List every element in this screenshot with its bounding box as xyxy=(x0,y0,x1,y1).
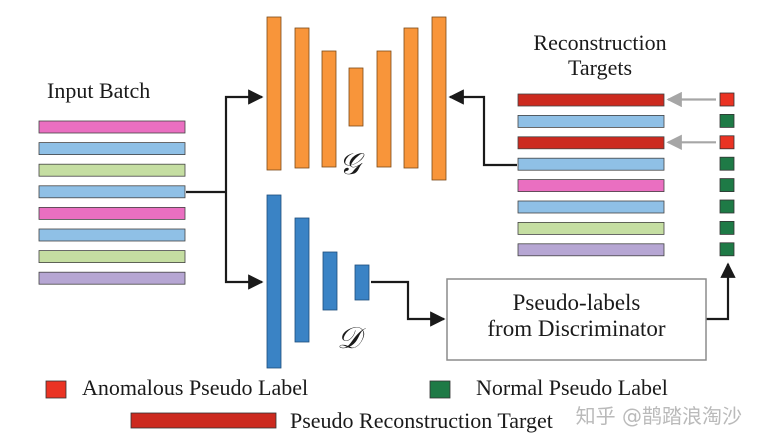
pseudo-label-square xyxy=(719,220,735,235)
discriminator-to-box-arrow xyxy=(371,280,446,327)
input-row xyxy=(38,185,186,199)
input-row xyxy=(38,250,186,264)
discriminator-layer xyxy=(354,264,370,301)
pseudo-labels-box-line2: from Discriminator xyxy=(487,316,666,342)
reconstruction-targets-label: Reconstruction Targets xyxy=(505,30,695,81)
target-row xyxy=(517,200,665,214)
discriminator-layer xyxy=(294,217,310,343)
pseudo-labels-box-line1: Pseudo-labels xyxy=(512,290,641,315)
discriminator-layer xyxy=(322,251,338,311)
legend-anomalous-square xyxy=(45,380,67,399)
input-row xyxy=(38,120,186,134)
pseudo-labels-box-text: Pseudo-labels from Discriminator xyxy=(447,290,706,343)
pseudo-label-square xyxy=(719,242,735,257)
target-row xyxy=(517,179,665,193)
legend-recon-target-label: Pseudo Reconstruction Target xyxy=(290,408,553,433)
reconstruction-targets xyxy=(517,93,665,257)
discriminator-label: 𝒟 xyxy=(337,322,361,355)
generator-layer xyxy=(266,16,282,171)
box-to-labels-arrow xyxy=(706,262,736,321)
legend-normal-square xyxy=(429,380,451,399)
target-row xyxy=(517,157,665,171)
pseudo-label-square xyxy=(719,178,735,193)
pseudo-label-square xyxy=(719,199,735,214)
split-to-generator-arrow xyxy=(224,89,264,192)
generator-layer xyxy=(294,27,310,169)
generator-layer xyxy=(376,50,392,168)
input-row xyxy=(38,206,186,220)
pseudo-labels-box xyxy=(446,278,707,361)
generator-layer xyxy=(321,50,337,168)
pseudo-label-square xyxy=(719,92,735,107)
anomalous-replacement-arrows xyxy=(666,91,716,151)
generator-network xyxy=(266,16,447,181)
target-row xyxy=(517,115,665,128)
input-row xyxy=(38,142,186,156)
input-row xyxy=(38,163,186,177)
pseudo-label-square xyxy=(719,114,735,128)
targets-to-generator-arrow xyxy=(448,89,517,167)
generator-layer xyxy=(403,27,419,169)
generator-layer xyxy=(431,16,447,181)
flow-arrows xyxy=(186,89,736,327)
pseudo-label-square xyxy=(719,156,735,171)
legend-anomalous-label: Anomalous Pseudo Label xyxy=(82,375,309,400)
reconstruction-targets-line1: Reconstruction xyxy=(533,30,667,55)
target-row xyxy=(517,93,665,107)
target-row xyxy=(517,221,665,235)
discriminator-layer xyxy=(266,194,282,369)
input-row xyxy=(38,228,186,242)
generator-layer xyxy=(348,67,364,127)
legend-normal-label: Normal Pseudo Label xyxy=(476,375,668,400)
input-row xyxy=(38,271,186,285)
reconstruction-targets-line2: Targets xyxy=(567,55,633,81)
watermark: 知乎 @鹊踏浪淘沙 xyxy=(575,404,742,428)
target-row xyxy=(517,243,665,257)
pseudo-label-square xyxy=(719,135,735,150)
generator-label: 𝒢 xyxy=(339,148,361,181)
discriminator-network xyxy=(266,194,370,369)
legend-recon-target-bar xyxy=(130,412,277,429)
target-row xyxy=(517,136,665,150)
input-batch xyxy=(38,120,186,285)
split-to-discriminator-arrow xyxy=(224,192,264,290)
pseudo-label-column xyxy=(719,92,735,257)
input-batch-label: Input Batch xyxy=(47,78,151,103)
